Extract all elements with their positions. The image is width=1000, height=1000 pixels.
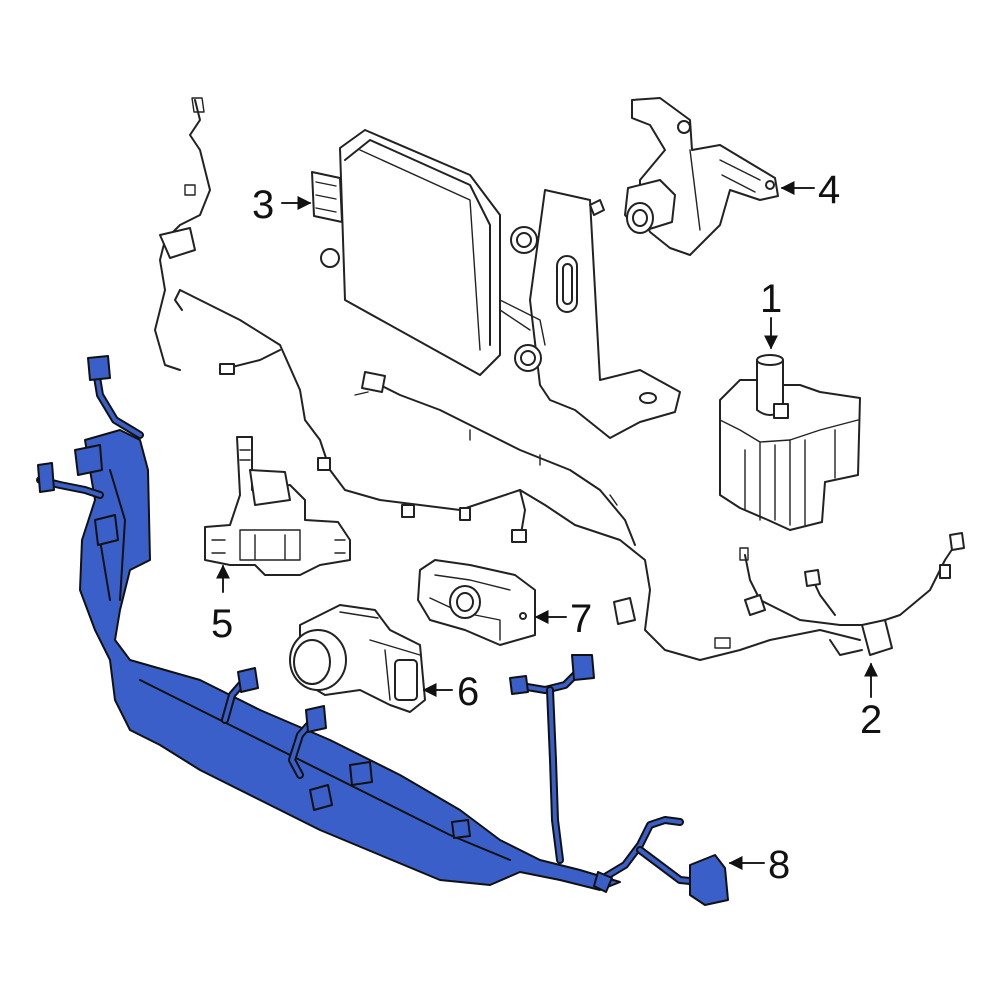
callout-6-label: 6 — [457, 670, 479, 714]
callout-5-label: 5 — [211, 602, 233, 646]
sensor-housing[interactable] — [417, 559, 536, 646]
callout-4: 4 — [780, 168, 840, 212]
ecu-module-cylinder[interactable] — [719, 354, 861, 531]
callout-7-label: 7 — [570, 597, 592, 641]
callout-8-label: 8 — [768, 843, 790, 887]
callout-3-label: 3 — [252, 183, 274, 227]
callout-4-label: 4 — [818, 168, 840, 212]
callout-2-label: 2 — [860, 698, 882, 742]
callout-5: 5 — [211, 564, 233, 646]
callout-2: 2 — [860, 662, 882, 742]
upper-wiring-harness[interactable] — [154, 97, 965, 661]
parking-sensor[interactable] — [289, 604, 426, 713]
callout-1-label: 1 — [760, 277, 782, 321]
control-module[interactable] — [311, 129, 681, 439]
bumper-wiring-harness[interactable] — [36, 355, 729, 906]
callout-8: 8 — [728, 843, 790, 887]
callout-3: 3 — [252, 183, 312, 227]
callout-6: 6 — [422, 670, 479, 714]
sensor-with-bracket[interactable] — [204, 436, 351, 576]
camera-with-bracket[interactable] — [624, 97, 779, 256]
callout-7: 7 — [534, 597, 592, 641]
callout-1: 1 — [760, 277, 782, 350]
